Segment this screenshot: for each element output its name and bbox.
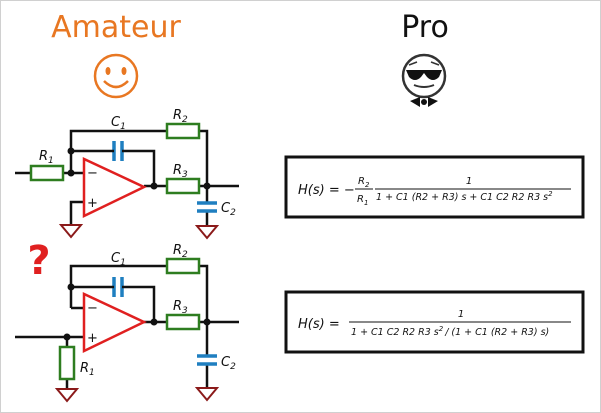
resistor-r3 <box>165 313 201 331</box>
ground-icon <box>54 388 80 403</box>
eq1-frac2-den: 1 + C1 (R2 + R3) s + C1 C2 R2 R3 s2 <box>376 190 553 203</box>
capacitor-c2 <box>197 201 217 213</box>
junction-dot <box>63 333 71 341</box>
circuit-bottom: − + R1 C1 R2 R3 C2 <box>15 243 239 403</box>
junction-dot <box>67 283 75 291</box>
op-amp <box>82 292 147 353</box>
op-amp <box>82 157 147 218</box>
opamp-minus-label: − <box>87 166 98 181</box>
junction-dot <box>150 182 158 190</box>
junction-dot <box>67 147 75 155</box>
transfer-function-box-1: H(s) = − R2 R1 1 1 + C1 (R2 + R3) s + C1… <box>284 155 585 219</box>
label-r3: R3 <box>173 299 188 316</box>
resistor-r1 <box>29 164 65 182</box>
capacitor-c1 <box>103 141 133 161</box>
opamp-plus-label: + <box>87 196 98 211</box>
eq2-lhs: H(s) = <box>298 317 340 332</box>
smiley-face-icon <box>93 53 139 99</box>
opamp-minus-label: − <box>87 301 98 316</box>
capacitor-c1 <box>103 277 133 297</box>
resistor-r2 <box>165 257 201 275</box>
amateur-title: Amateur <box>51 10 181 45</box>
label-r2: R2 <box>173 108 188 125</box>
pro-title: Pro <box>401 10 449 45</box>
eq2-den: 1 + C1 C2 R2 R3 s2/ (1 + C1 (R2 + R3) s) <box>351 325 549 338</box>
eq1-lhs: H(s) = − <box>298 183 355 198</box>
ground-icon <box>194 225 220 240</box>
eq2-num: 1 <box>458 309 464 320</box>
resistor-r1 <box>58 345 76 381</box>
cool-face-icon <box>401 53 447 107</box>
ground-icon <box>194 387 220 402</box>
circuit-top: − + R1 C1 R2 R3 C2 <box>15 108 239 240</box>
label-c2: C2 <box>221 355 236 372</box>
label-c1: C1 <box>111 251 126 268</box>
junction-dot <box>67 169 75 177</box>
ground-icon <box>58 224 84 239</box>
label-r3: R3 <box>173 163 188 180</box>
eq1-frac1-num: R2 <box>358 176 370 189</box>
eq1-frac2-num: 1 <box>466 176 472 187</box>
question-mark: ? <box>27 238 50 284</box>
resistor-r2 <box>165 122 201 140</box>
label-r1: R1 <box>39 149 54 166</box>
transfer-function-box-2: H(s) = 1 1 + C1 C2 R2 R3 s2/ (1 + C1 (R2… <box>284 290 585 354</box>
junction-dot <box>203 318 211 326</box>
label-c2: C2 <box>221 201 236 218</box>
junction-dot <box>150 318 158 326</box>
label-c1: C1 <box>111 115 126 132</box>
opamp-plus-label: + <box>87 331 98 346</box>
eq1-frac1-den: R1 <box>357 194 368 207</box>
junction-dot <box>203 182 211 190</box>
resistor-r3 <box>165 177 201 195</box>
label-r2: R2 <box>173 243 188 260</box>
label-r1: R1 <box>80 361 95 378</box>
capacitor-c2 <box>197 354 217 366</box>
